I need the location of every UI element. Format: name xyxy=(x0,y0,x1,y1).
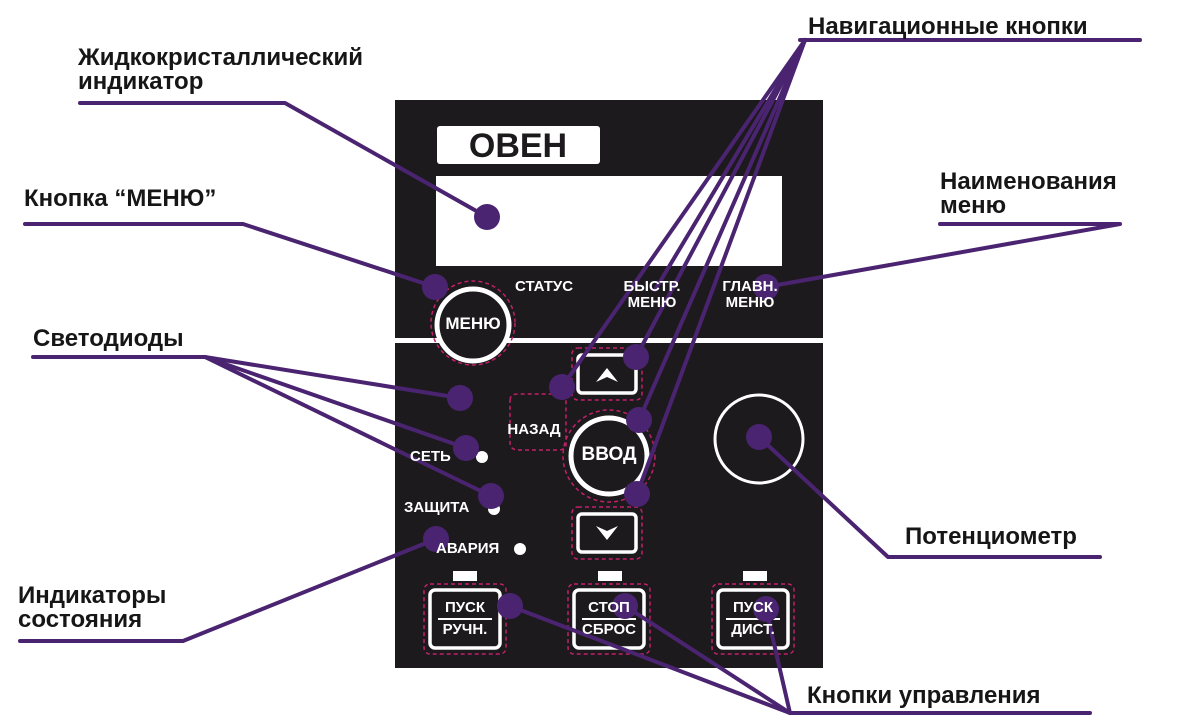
callout-lcd: Жидкокристаллический индикатор xyxy=(78,46,363,94)
label-quick-menu-line1: БЫСТР. xyxy=(623,278,681,295)
chevron-up-icon xyxy=(596,368,618,382)
label-alarm: АВАРИЯ xyxy=(436,540,500,557)
start-remote-label: ПУСК ДИСТ. xyxy=(718,597,788,641)
callout-menu-names-line2: меню xyxy=(940,192,1007,219)
leader-led-3 xyxy=(203,355,493,498)
leader-lines xyxy=(18,38,1142,715)
start-remote-line1: ПУСК xyxy=(732,599,774,616)
callout-nav-buttons: Навигационные кнопки xyxy=(808,15,1088,39)
owen-logo: ОВЕН xyxy=(437,126,600,165)
down-button[interactable] xyxy=(571,506,643,560)
leader-nav-quick xyxy=(653,38,807,292)
start-manual-line2: РУЧН. xyxy=(442,621,488,638)
stop-reset-line2: СБРОС xyxy=(582,621,636,638)
label-protection: ЗАЩИТА xyxy=(404,499,470,516)
logo-text: ОВЕН xyxy=(469,127,567,165)
callout-menu-button-line1: Кнопка “МЕНЮ” xyxy=(24,185,217,212)
start-manual-button[interactable] xyxy=(423,583,507,655)
stop-reset-label: СТОП СБРОС xyxy=(574,597,644,641)
callout-potentiometer: Потенциометр xyxy=(905,525,1077,549)
leader-menu-names xyxy=(764,222,1122,289)
leader-nav-up xyxy=(634,38,807,359)
callout-status-indicators: Индикаторы состояния xyxy=(18,584,166,632)
label-main-menu: ГЛАВН. МЕНЮ xyxy=(714,279,786,311)
status-indicator-1 xyxy=(453,571,477,581)
leader-lcd xyxy=(78,101,489,219)
leader-potentiometer xyxy=(757,435,1102,559)
label-main-menu-line1: ГЛАВН. xyxy=(722,278,778,295)
leader-status xyxy=(18,537,438,643)
callout-nav-line1: Навигационные кнопки xyxy=(808,13,1088,40)
callout-leds: Светодиоды xyxy=(33,327,184,351)
panel-separator xyxy=(395,338,823,343)
label-quick-menu-line2: МЕНЮ xyxy=(627,294,677,311)
leader-nav-back xyxy=(560,38,807,389)
status-indicator-2 xyxy=(598,571,622,581)
callout-lcd-line1: Жидкокристаллический xyxy=(78,44,363,71)
leader-nav-down xyxy=(635,38,807,496)
callout-lcd-line2: индикатор xyxy=(78,68,204,95)
leader-control-3 xyxy=(764,607,792,715)
callout-menu-names-line1: Наименования xyxy=(940,168,1117,195)
label-status: СТАТУС xyxy=(515,278,574,295)
leader-led-2 xyxy=(203,355,468,450)
label-main-menu-line2: МЕНЮ xyxy=(725,294,775,311)
callout-status-line1: Индикаторы xyxy=(18,582,167,609)
callout-menu-button: Кнопка “МЕНЮ” xyxy=(24,187,216,211)
menu-button[interactable] xyxy=(430,280,516,366)
led-network xyxy=(476,451,488,463)
callout-markers xyxy=(422,204,779,622)
leader-nav-enter xyxy=(637,38,807,422)
leader-control-2 xyxy=(623,604,792,715)
enter-button-label: ВВОД xyxy=(581,444,637,465)
led-alarm xyxy=(514,543,526,555)
callout-potentiometer-line1: Потенциометр xyxy=(905,523,1077,550)
stop-reset-line1: СТОП xyxy=(588,599,630,616)
back-button[interactable] xyxy=(509,393,567,451)
label-network: СЕТЬ xyxy=(410,448,451,465)
label-quick-menu: БЫСТР. МЕНЮ xyxy=(616,279,688,311)
menu-button-label: МЕНЮ xyxy=(445,314,501,333)
start-manual-label: ПУСК РУЧН. xyxy=(430,597,500,641)
callout-status-line2: состояния xyxy=(18,606,143,633)
start-remote-line2: ДИСТ. xyxy=(731,621,775,638)
up-button[interactable] xyxy=(571,347,643,401)
start-manual-line1: ПУСК xyxy=(444,599,486,616)
back-button-label: НАЗАД xyxy=(507,421,561,438)
callout-menu-names: Наименования меню xyxy=(940,170,1117,218)
chevron-down-icon xyxy=(596,526,618,540)
leader-menu-button xyxy=(23,222,437,289)
callout-control-line1: Кнопки управления xyxy=(807,682,1041,709)
callout-control-buttons: Кнопки управления xyxy=(807,684,1041,708)
callout-leds-line1: Светодиоды xyxy=(33,325,184,352)
enter-button[interactable] xyxy=(562,409,656,503)
status-indicator-3 xyxy=(743,571,767,581)
